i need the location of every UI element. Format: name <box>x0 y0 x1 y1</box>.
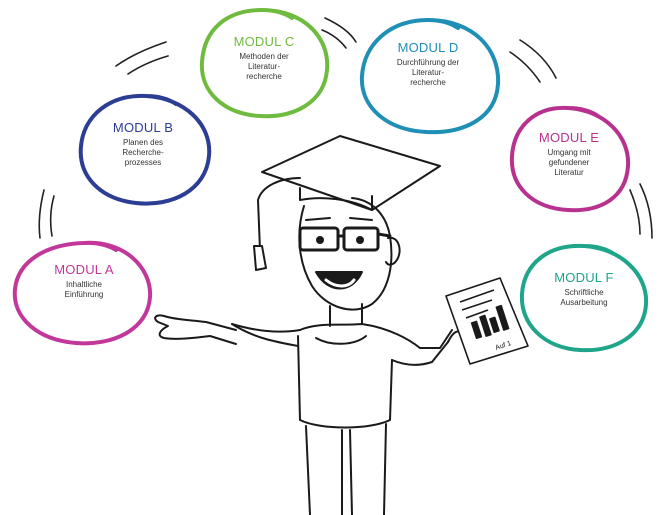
module-f-title: MODUL F <box>554 270 614 285</box>
module-a-card[interactable]: MODUL A Inhaltliche Einführung <box>22 262 146 300</box>
module-f-subtitle: Schriftliche Ausarbeitung <box>560 288 608 307</box>
report-paper-icon <box>445 277 529 365</box>
module-e-card[interactable]: MODUL E Umgang mit gefundener Literatur <box>514 130 624 178</box>
student-character-icon <box>154 135 461 515</box>
module-d-card[interactable]: MODUL D Durchführung der Literatur- rech… <box>364 40 492 88</box>
module-b-card[interactable]: MODUL B Planen des Recherche- prozesses <box>84 120 202 168</box>
module-b-subtitle: Planen des Recherche- prozesses <box>122 138 164 167</box>
module-b-ring <box>78 93 212 206</box>
module-d-title: MODUL D <box>397 40 459 55</box>
module-b-title: MODUL B <box>112 120 174 135</box>
module-d-ring <box>359 17 501 135</box>
module-a-subtitle: Inhaltliche Einführung <box>64 280 104 299</box>
module-e-ring <box>509 105 631 213</box>
module-a-title: MODUL A <box>54 262 114 277</box>
module-c-card[interactable]: MODUL C Methoden der Literatur- recherch… <box>206 34 322 82</box>
module-c-title: MODUL C <box>233 34 295 49</box>
motion-lines <box>38 17 653 239</box>
module-c-ring <box>199 7 330 119</box>
module-f-ring <box>519 243 649 353</box>
paper-label: Auf 1 <box>494 340 512 352</box>
module-e-title: MODUL E <box>538 130 600 145</box>
module-c-subtitle: Methoden der Literatur- recherche <box>239 52 289 81</box>
module-d-subtitle: Durchführung der Literatur- recherche <box>396 58 460 87</box>
module-a-ring <box>12 240 153 346</box>
module-e-subtitle: Umgang mit gefundener Literatur <box>547 148 591 177</box>
module-f-card[interactable]: MODUL F Schriftliche Ausarbeitung <box>526 270 642 308</box>
